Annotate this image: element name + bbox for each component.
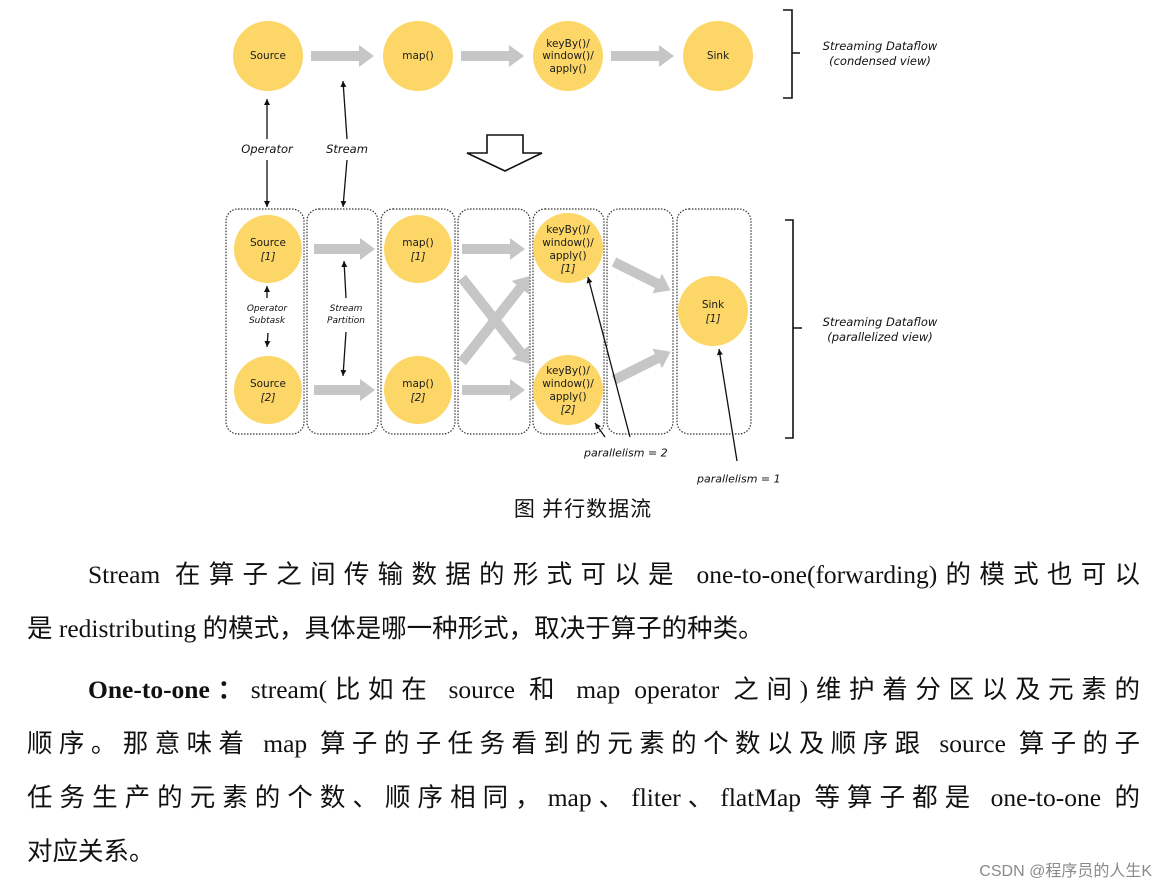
condensed-view: Source map() keyBy()/ window()/ apply() … — [233, 9, 938, 99]
redistribute-arrow — [611, 257, 671, 294]
node-index: [1] — [411, 251, 426, 263]
node-label: apply() — [549, 63, 586, 75]
paragraph-2-line-3: 任务生产的元素的个数、顺序相同，map、fliter、flatMap 等算子都是… — [27, 783, 1140, 812]
node-index: [2] — [411, 392, 426, 404]
pointer-arrow — [594, 422, 606, 438]
node-source-2: Source [2] — [234, 356, 302, 424]
bracket-condensed — [783, 9, 800, 99]
redistribute-arrow — [458, 275, 530, 366]
redistribute-arrow — [458, 274, 530, 365]
node-circle — [233, 21, 303, 91]
node-label: map() — [402, 237, 434, 249]
bracket-parallel — [785, 219, 802, 439]
watermark: CSDN @程序员的人生K — [979, 863, 1152, 880]
parallel-view: Source [1] Source [2] map() [1] map() [2… — [225, 208, 938, 486]
paragraph-1-line-1: Stream 在算子之间传输数据的形式可以是 one-to-one(forwar… — [88, 560, 1140, 589]
node-label: window()/ — [542, 50, 594, 62]
paragraph-2-line-1: One-to-one：stream(比如在 source 和 map opera… — [88, 673, 1140, 707]
node-index: [1] — [706, 313, 721, 325]
annotations: Operator Stream — [241, 80, 543, 208]
brace-label: (parallelized view) — [827, 330, 933, 344]
node-circle — [234, 356, 302, 424]
redistribute-arrow — [611, 348, 671, 385]
node-label: Source — [250, 378, 286, 390]
operator-box — [532, 208, 605, 435]
line-text: stream(比如在 source 和 map operator 之间)维护着分… — [250, 675, 1140, 704]
transform-down-arrow-icon — [466, 134, 543, 172]
node-map-1: map() [1] — [384, 215, 452, 283]
node-label: apply() — [549, 250, 586, 262]
brace-label: (condensed view) — [829, 54, 931, 68]
node-label: keyBy()/ — [546, 38, 590, 50]
operator-box — [676, 208, 752, 435]
node-label: Sink — [702, 299, 725, 311]
node-source-1: Source [1] — [234, 215, 302, 283]
node-label: apply() — [549, 391, 586, 403]
node-index: [2] — [561, 404, 576, 416]
stream-box — [606, 208, 674, 435]
paragraph-2-line-4: 对应关系。 — [27, 837, 155, 866]
parallel-dataflow-diagram: Source map() keyBy()/ window()/ apply() … — [225, 9, 938, 486]
operator-label: Operator — [241, 142, 294, 156]
paragraph-1-line-2: 是 redistributing 的模式，具体是哪一种形式，取决于算子的种类。 — [27, 614, 764, 643]
node-label: window()/ — [542, 237, 594, 249]
stream-box — [306, 208, 379, 435]
bold-lead: One-to-one： — [88, 675, 251, 704]
parallelism-1-label: parallelism = 1 — [696, 473, 781, 486]
node-circle — [234, 215, 302, 283]
node-label: keyBy()/ — [546, 224, 590, 236]
node-circle — [384, 356, 452, 424]
node-circle — [533, 21, 603, 91]
paragraph-2-line-2: 顺序。那意味着 map 算子的子任务看到的元素的个数以及顺序跟 source 算… — [27, 729, 1140, 758]
node-label: keyBy()/ — [546, 365, 590, 377]
pointer-arrow — [341, 260, 348, 299]
node-circle — [678, 276, 748, 346]
pointer-arrow — [264, 332, 271, 348]
node-circle — [683, 21, 753, 91]
pointer-arrow — [340, 159, 348, 208]
operator-subtask-label: Operator — [247, 304, 289, 314]
node-circle — [533, 355, 603, 425]
node-label: Source — [250, 50, 286, 62]
operator-box — [225, 208, 305, 435]
node-circle — [383, 21, 453, 91]
node-source: Source — [233, 21, 303, 91]
node-label: map() — [402, 378, 434, 390]
node-index: [1] — [561, 263, 576, 275]
node-circle — [533, 213, 603, 283]
node-circle — [384, 215, 452, 283]
figure-caption: 图 并行数据流 — [513, 497, 653, 521]
pointer-arrow — [586, 276, 631, 438]
node-label: map() — [402, 50, 434, 62]
pointer-arrow — [340, 80, 348, 140]
node-keyby-window-apply: keyBy()/ window()/ apply() — [533, 21, 603, 91]
operator-box — [380, 208, 456, 435]
brace-label: Streaming Dataflow — [823, 39, 938, 53]
node-label: window()/ — [542, 378, 594, 390]
stream-box — [457, 208, 531, 435]
node-index: [2] — [261, 392, 276, 404]
node-label: Source — [250, 237, 286, 249]
node-sink-1: Sink [1] — [678, 276, 748, 346]
node-label: Sink — [707, 50, 730, 62]
node-map: map() — [383, 21, 453, 91]
node-keyby-2: keyBy()/ window()/ apply() [2] — [533, 355, 603, 425]
pointer-arrow — [716, 348, 738, 462]
stream-partition-label: Stream — [330, 304, 363, 314]
node-keyby-1: keyBy()/ window()/ apply() [1] — [533, 213, 603, 283]
stream-label: Stream — [326, 142, 368, 156]
parallelism-2-label: parallelism = 2 — [583, 447, 668, 460]
node-index: [1] — [261, 251, 276, 263]
operator-subtask-label: Subtask — [249, 316, 286, 326]
node-sink: Sink — [683, 21, 753, 91]
brace-label: Streaming Dataflow — [823, 315, 938, 329]
stream-partition-label: Partition — [327, 316, 365, 326]
pointer-arrow — [340, 331, 347, 377]
node-map-2: map() [2] — [384, 356, 452, 424]
